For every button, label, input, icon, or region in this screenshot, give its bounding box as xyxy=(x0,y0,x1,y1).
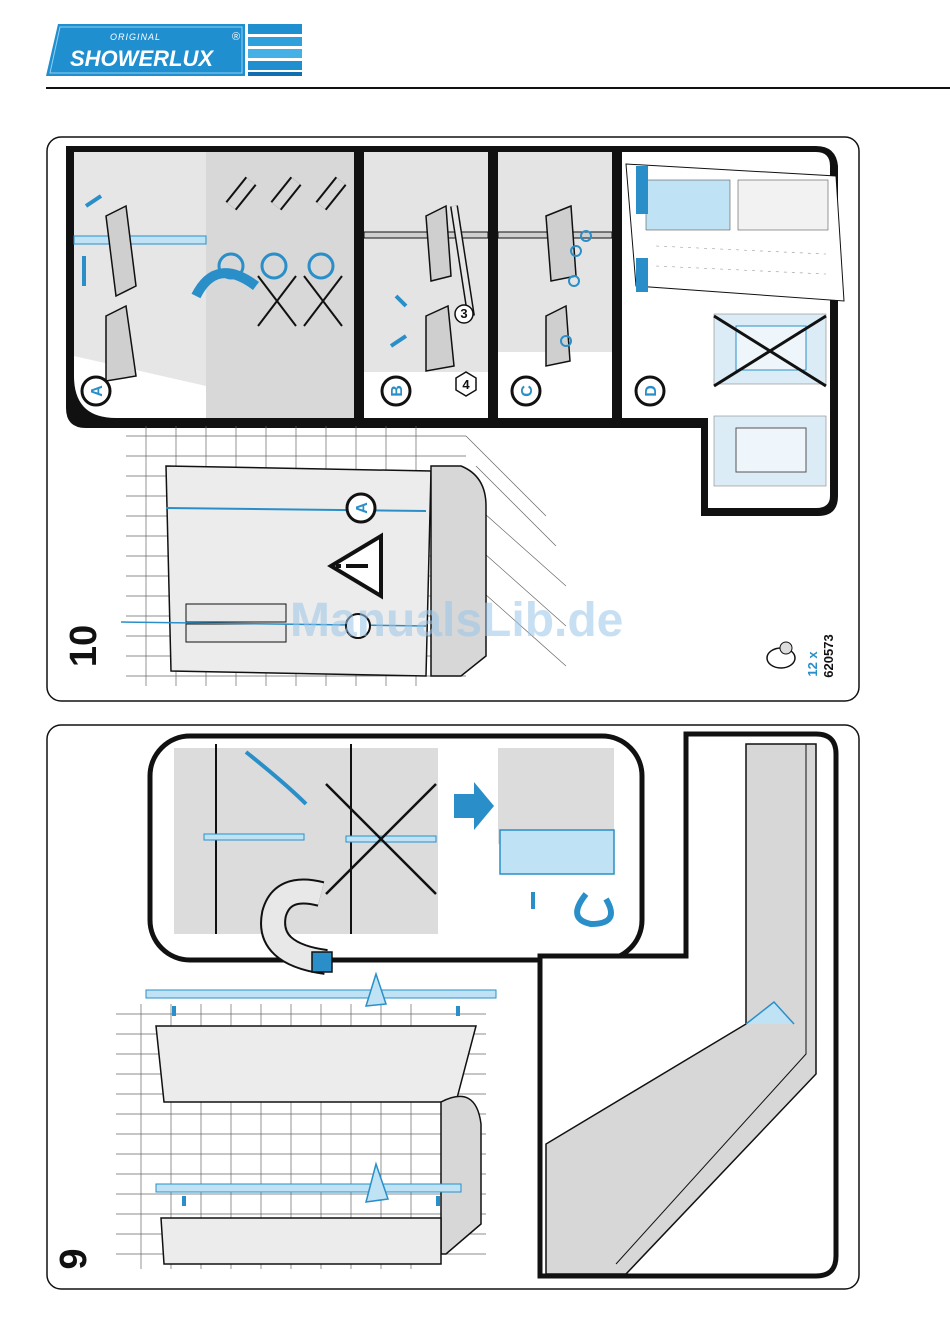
badge-a-letter: A xyxy=(89,385,106,397)
badge-c-letter: C xyxy=(519,385,536,397)
logo-stripes-icon xyxy=(248,24,302,76)
header: ORIGINAL SHOWERLUX ® xyxy=(0,0,950,100)
showerlux-logo: ORIGINAL SHOWERLUX ® xyxy=(46,24,302,76)
badge-d: D xyxy=(636,377,664,405)
mark-3: 3 xyxy=(455,305,473,323)
mark-4: 4 xyxy=(456,372,476,396)
subpanel-c: C xyxy=(498,152,612,418)
correct-install-illustration xyxy=(714,416,826,486)
step-10-number: 10 xyxy=(63,625,105,667)
badge-a: A xyxy=(82,377,110,405)
subpanel-a: A xyxy=(74,152,354,418)
mark-4-text: 4 xyxy=(462,377,470,392)
logo-brand-text: SHOWERLUX xyxy=(70,46,214,71)
logo-original-text: ORIGINAL xyxy=(110,32,161,42)
badge-b-letter: B xyxy=(389,385,406,397)
manual-booklet-icon xyxy=(626,164,844,301)
badge-d-letter: D xyxy=(643,385,660,397)
part-count: 12 x xyxy=(805,651,820,677)
part-number: 620573 xyxy=(821,634,836,677)
logo-registered-mark: ® xyxy=(232,31,240,43)
badge-b: B xyxy=(382,377,410,405)
watermark: ManualsLib.de xyxy=(280,590,680,650)
badge-c: C xyxy=(512,377,540,405)
step-9-number: 9 xyxy=(53,1248,95,1269)
step-9-panel: 9 xyxy=(46,724,860,1290)
subpanel-b: 3 4 B xyxy=(364,152,488,418)
callout-badge-a-letter: A xyxy=(354,502,371,514)
magnet-detail-inset xyxy=(150,736,642,972)
mark-3-text: 3 xyxy=(460,306,467,321)
wrong-install-illustration xyxy=(714,314,826,386)
watermark-text: ManualsLib.de xyxy=(290,594,623,647)
callout-badge-a: A xyxy=(347,494,375,522)
